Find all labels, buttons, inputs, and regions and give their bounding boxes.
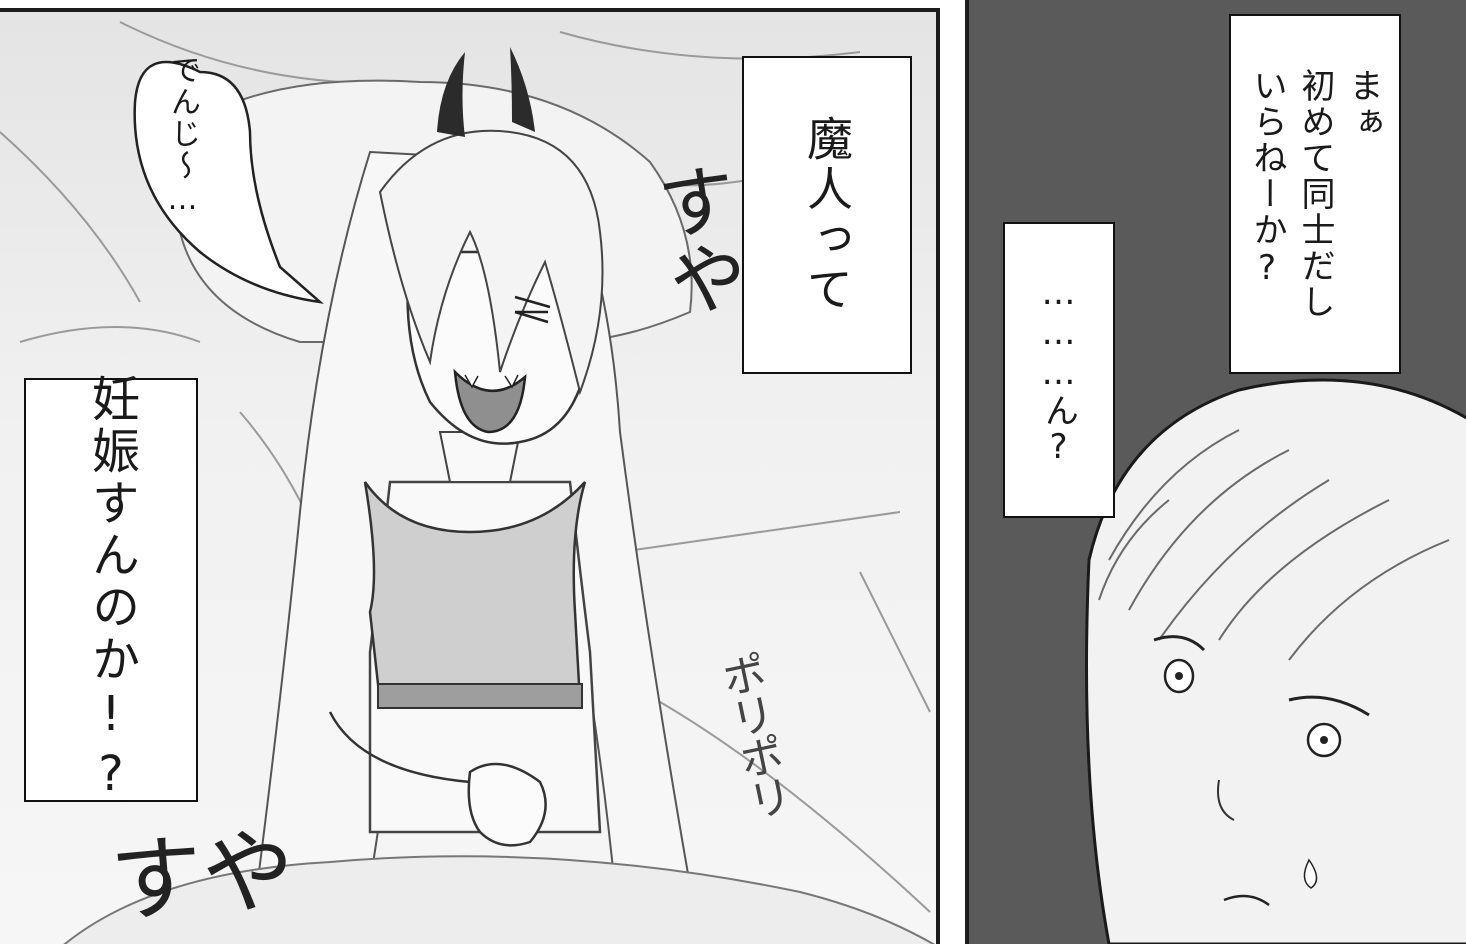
top-band	[377, 683, 583, 709]
left-panel: でんじ〜… 魔人って 妊娠すんのか!? すや すや ポリポリ	[0, 8, 940, 944]
sweat-drop-icon	[1303, 858, 1318, 889]
arm	[328, 711, 471, 784]
hands	[467, 762, 547, 847]
boy-pupil-left	[1175, 672, 1183, 680]
hair-front	[378, 129, 604, 396]
boy-brow-right	[1288, 695, 1370, 717]
sfx-suya-bottom: すや	[107, 816, 299, 937]
right-panel-art	[1085, 378, 1466, 944]
caption-hajimete: まぁ 初めて同士だし いらねーか?	[1229, 14, 1401, 374]
speech-bubble-text: でんじ〜…	[165, 54, 200, 219]
sports-top	[363, 481, 587, 704]
caption-ninshin: 妊娠すんのか!?	[24, 374, 198, 806]
caption-ninshin-text: 妊娠すんのか!?	[83, 374, 139, 806]
speech-bubble-shape	[133, 60, 324, 304]
boy-brow-left	[1153, 635, 1206, 652]
horn-left	[437, 52, 465, 137]
boy-nose	[1217, 779, 1235, 821]
sfx-suya-right: すや	[640, 156, 752, 324]
right-panel: まぁ 初めて同士だし いらねーか? ………ん?	[965, 0, 1466, 944]
boy-mouth	[1223, 894, 1270, 907]
boy-pupil-right	[1320, 736, 1328, 744]
caption-hajimete-text: まぁ 初めて同士だし いらねーか?	[1247, 68, 1383, 320]
boy-head	[1085, 378, 1466, 944]
boy-hair	[1098, 429, 1450, 661]
caption-majin: 魔人って	[742, 56, 912, 374]
fangs	[464, 374, 519, 389]
left-panel-art	[0, 21, 936, 944]
horn-right	[510, 47, 535, 132]
closed-eye	[514, 295, 551, 324]
caption-n: ………ん?	[1003, 222, 1115, 518]
caption-majin-text: 魔人って	[800, 115, 854, 315]
caption-n-text: ………ん?	[1038, 273, 1079, 467]
blanket	[63, 855, 936, 944]
